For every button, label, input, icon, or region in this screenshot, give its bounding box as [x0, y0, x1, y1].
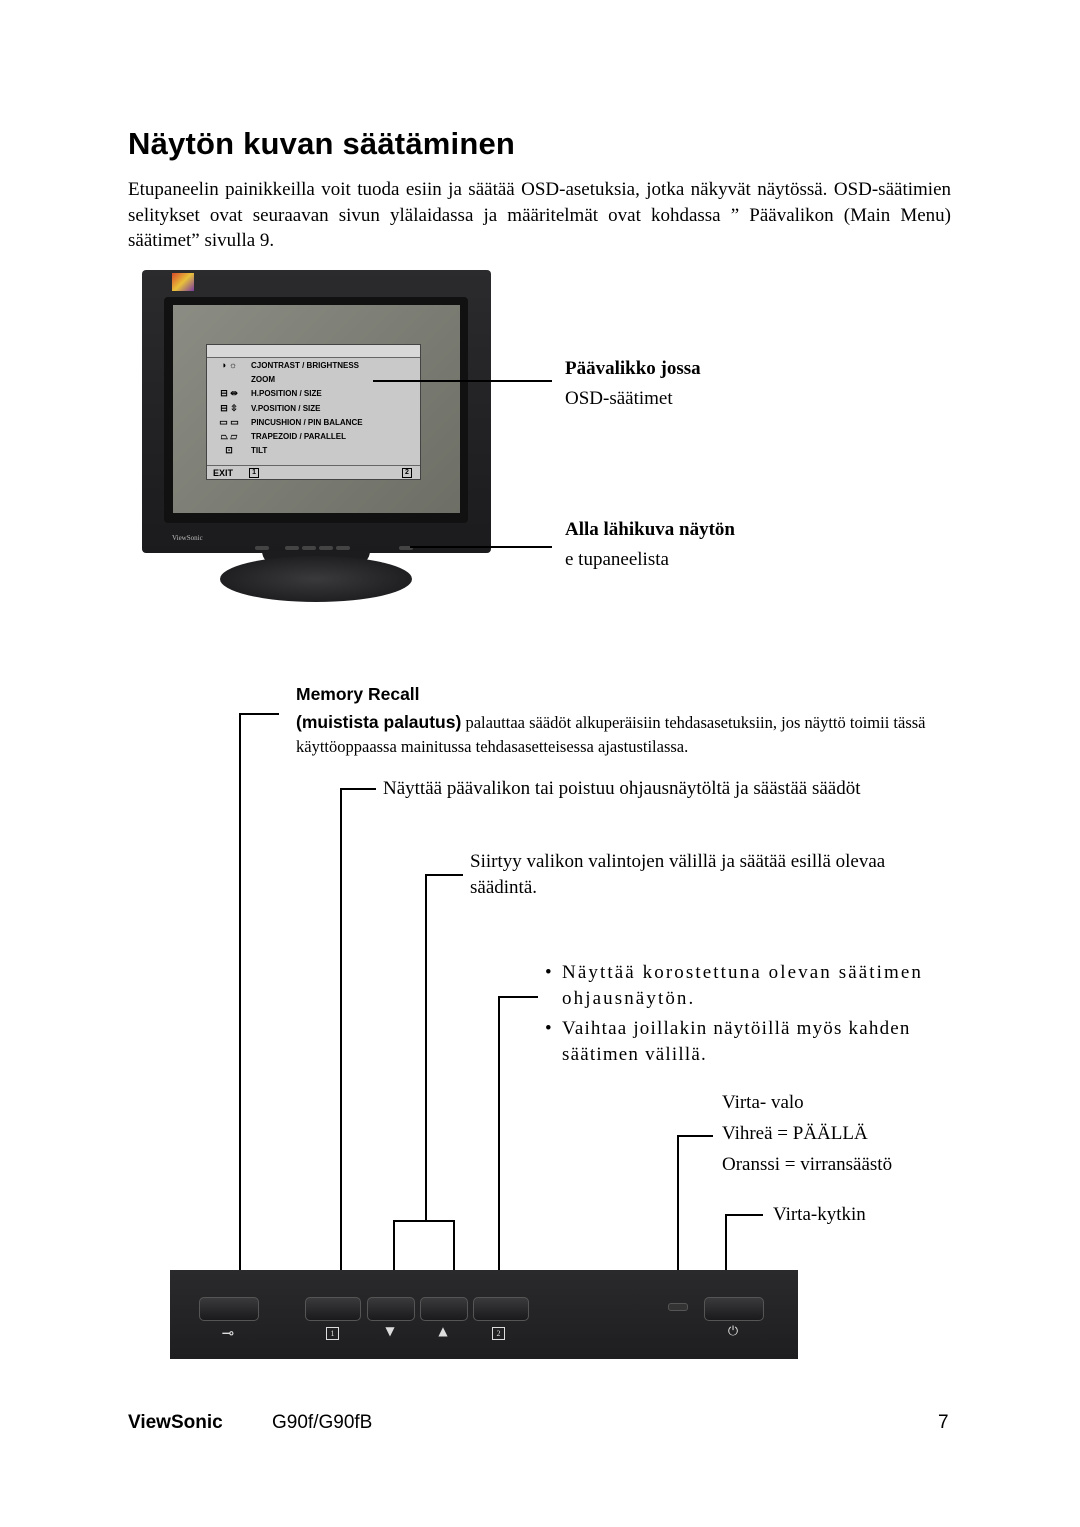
osd-callout-line [373, 380, 552, 382]
trapezoid-icon: ⏢ ▱ [220, 431, 238, 442]
button2-description-b: • Vaihtaa joillakin näytöillä myös kahde… [545, 1018, 911, 1065]
front-panel-closeup: ⊸ 1 ▼ ▲ 2 ⏻ [170, 1270, 798, 1359]
leader-button1-horizontal [340, 788, 376, 790]
leader-power-vertical [725, 1214, 727, 1285]
osd-menu-list: ◑ ☼CJONTRAST / BRIGHTNESS ZOOM ⊟ ⇹H.POSI… [207, 358, 420, 458]
power-button[interactable] [704, 1297, 764, 1321]
power-switch-description: Virta-kytkin [773, 1204, 866, 1225]
page-number: 7 [938, 1412, 949, 1433]
monitor-brand-label: ViewSonic [172, 534, 203, 542]
leader-led-horizontal [677, 1135, 713, 1137]
up-arrow-icon: ▲ [438, 1324, 448, 1338]
osd-menu: ◑ ☼CJONTRAST / BRIGHTNESS ZOOM ⊟ ⇹H.POSI… [206, 344, 421, 480]
power-icon: ⏻ [727, 1324, 739, 1339]
footer-brand: ViewSonic [128, 1412, 223, 1433]
up-arrow-button[interactable] [420, 1297, 468, 1321]
osd-item: ⏢ ▱TRAPEZOID / PARALLEL [207, 429, 420, 443]
contrast-icon: ◑ ☼ [220, 360, 238, 371]
osd-key2-icon: 2 [402, 467, 412, 478]
osd-item: ◑ ☼CJONTRAST / BRIGHTNESS [207, 358, 420, 372]
leader-power-horizontal [725, 1214, 763, 1216]
monitor-stand [220, 556, 412, 602]
monitor-button [302, 546, 316, 550]
osd-item: ⊟ ⇹H.POSITION / SIZE [207, 387, 420, 401]
zoom-icon [207, 374, 251, 384]
down-arrow-button[interactable] [367, 1297, 415, 1321]
key2-icon: 2 [492, 1327, 505, 1340]
button2-description-a: • Näyttää korostettuna olevan säätimen o… [545, 962, 924, 1009]
leader-button2-vertical [498, 996, 500, 1285]
osd-key1-icon: 1 [249, 467, 260, 478]
monitor-button [336, 546, 350, 550]
monitor-button [399, 546, 413, 550]
vposition-icon: ⊟ ⇳ [220, 402, 238, 413]
osd-header [207, 345, 420, 358]
monitor-button [255, 546, 269, 550]
pincushion-icon: ▭ ▭ [219, 416, 239, 427]
hposition-icon: ⊟ ⇹ [220, 388, 238, 399]
closeup-caption: Alla lähikuva näytön e tupaneelista [565, 519, 735, 570]
leader-led-vertical [677, 1135, 679, 1285]
leader-arrows-right [453, 1220, 455, 1285]
memory-recall-button[interactable] [199, 1297, 259, 1321]
memory-recall-title: Memory Recall [296, 684, 420, 704]
main-menu-caption: Päävalikko jossa OSD-säätimet [565, 358, 701, 409]
arrows-description: Siirtyy valikon valintojen välillä ja sä… [470, 851, 886, 898]
leader-memory-vertical [239, 713, 241, 1285]
osd-item: ▭ ▭PINCUSHION / PIN BALANCE [207, 415, 420, 429]
leader-button2-horizontal [498, 996, 538, 998]
leader-button1-vertical [340, 788, 342, 1285]
osd-item: ZOOM [207, 372, 420, 386]
leader-arrows-vertical [425, 874, 427, 1221]
leader-arrows-horizontal [425, 874, 463, 876]
memory-recall-icon: ⊸ [221, 1324, 235, 1342]
power-led [668, 1303, 688, 1311]
down-arrow-icon: ▼ [385, 1324, 395, 1338]
osd-exit-bar: EXIT 1 2 [207, 465, 420, 479]
leader-arrows-left [393, 1220, 395, 1285]
monitor-bezel: ◑ ☼CJONTRAST / BRIGHTNESS ZOOM ⊟ ⇹H.POSI… [142, 270, 491, 553]
intro-paragraph: Etupaneelin painikkeilla voit tuoda esii… [128, 179, 951, 251]
button-1[interactable] [305, 1297, 361, 1321]
memory-recall-text: (muistista palautus) palauttaa säädöt al… [296, 712, 926, 756]
monitor-button [319, 546, 333, 550]
viewsonic-logo-icon [172, 273, 194, 291]
page-title: Näytön kuvan säätäminen [128, 126, 516, 161]
button1-description: Näyttää päävalikon tai poistuu ohjausnäy… [383, 778, 861, 799]
key1-icon: 1 [326, 1327, 339, 1340]
footer-model: G90f/G90fB [272, 1412, 373, 1433]
panel-callout-line [410, 546, 552, 548]
monitor-button [285, 546, 299, 550]
button-2[interactable] [473, 1297, 529, 1321]
osd-item: ⊡TILT [207, 444, 420, 458]
osd-item: ⊟ ⇳V.POSITION / SIZE [207, 401, 420, 415]
leader-arrows-bracket [393, 1220, 455, 1222]
tilt-icon: ⊡ [225, 445, 233, 456]
monitor-illustration: ◑ ☼CJONTRAST / BRIGHTNESS ZOOM ⊟ ⇹H.POSI… [142, 270, 491, 607]
power-led-description: Virta- valo Vihreä = PÄÄLLÄ Oranssi = vi… [722, 1092, 893, 1175]
leader-memory-horizontal [239, 713, 279, 715]
